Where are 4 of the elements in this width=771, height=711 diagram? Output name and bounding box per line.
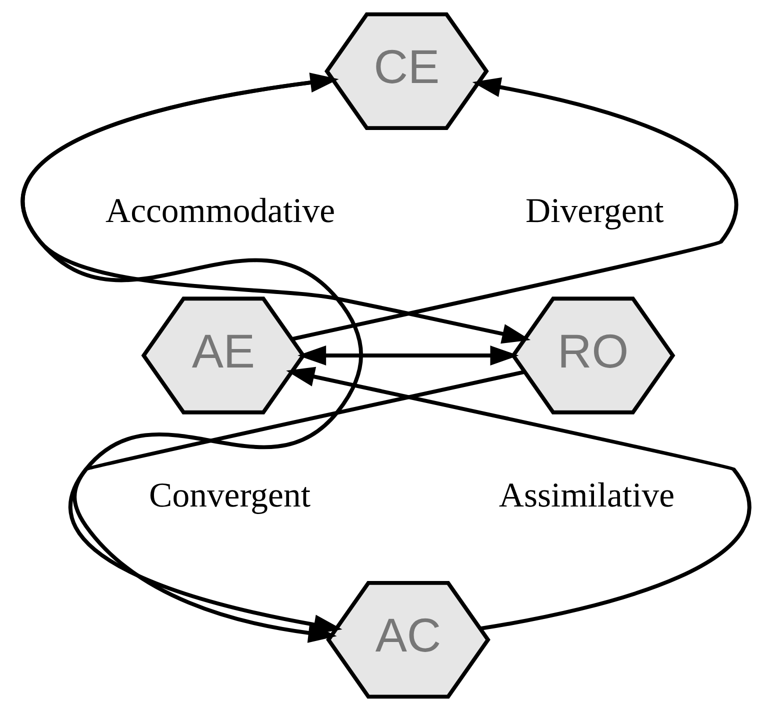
label: Convergent bbox=[148, 476, 310, 514]
label: Assimilative bbox=[498, 476, 674, 514]
label: Divergent bbox=[524, 191, 664, 230]
label: Accommodative bbox=[105, 191, 335, 230]
